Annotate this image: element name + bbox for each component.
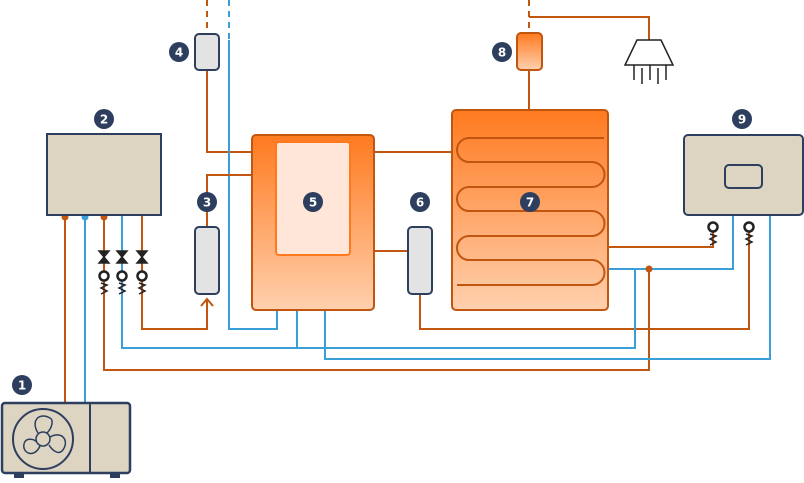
badge-label: 4: [175, 46, 183, 60]
badge-2: 2: [94, 109, 114, 129]
badge-8: 8: [492, 42, 512, 62]
expansion-vessel-secondary[interactable]: [407, 226, 433, 295]
badge-label: 7: [526, 196, 534, 210]
fan-icon: [12, 408, 74, 470]
valve-icon[interactable]: [97, 250, 111, 295]
badge-5: 5: [303, 192, 323, 212]
pipe-2-to-7-hot: [103, 217, 650, 371]
badge-label: 1: [18, 379, 26, 393]
arrow-into-3: [200, 297, 214, 307]
boiler-display: [724, 164, 763, 189]
badge-label: 6: [416, 196, 424, 210]
badge-4: 4: [169, 42, 189, 62]
cold-pipe-main: [228, 40, 278, 330]
expansion-vessel-dhw[interactable]: [194, 33, 220, 71]
buffer-tank-with-dhw-tank[interactable]: [251, 134, 375, 311]
badge-6: 6: [410, 192, 430, 212]
junction-dot: [645, 265, 653, 273]
fittings-unit-9: [707, 221, 755, 246]
pipe-to-shower: [529, 16, 650, 40]
pipe-4-to-5: [206, 70, 252, 153]
badge-label: 5: [309, 196, 317, 210]
badge-1: 1: [12, 375, 32, 395]
badge-7: 7: [520, 192, 540, 212]
expansion-vessel-heating[interactable]: [194, 226, 220, 295]
badge-label: 3: [203, 196, 211, 210]
pipe-7-to-9-hot: [608, 222, 714, 248]
valve-group-unit-2: [97, 250, 149, 295]
pipe-6-to-9: [419, 222, 750, 330]
badge-3: 3: [197, 192, 217, 212]
pipe-5-to-9-cold: [324, 215, 771, 360]
dhw-expansion-vessel[interactable]: [516, 32, 543, 71]
fitting-icon[interactable]: [707, 221, 719, 246]
valve-icon[interactable]: [115, 250, 129, 295]
outdoor-heat-pump-unit[interactable]: [0, 401, 132, 478]
badge-label: 8: [498, 46, 506, 60]
shower-head-icon[interactable]: [623, 39, 675, 84]
boiler-unit[interactable]: [683, 134, 804, 216]
badge-label: 9: [738, 113, 746, 127]
badge-9: 9: [732, 109, 752, 129]
badge-label: 2: [100, 113, 108, 127]
fitting-icon[interactable]: [743, 221, 755, 246]
valve-icon[interactable]: [135, 250, 149, 295]
indoor-hydraulic-module[interactable]: [46, 133, 162, 216]
